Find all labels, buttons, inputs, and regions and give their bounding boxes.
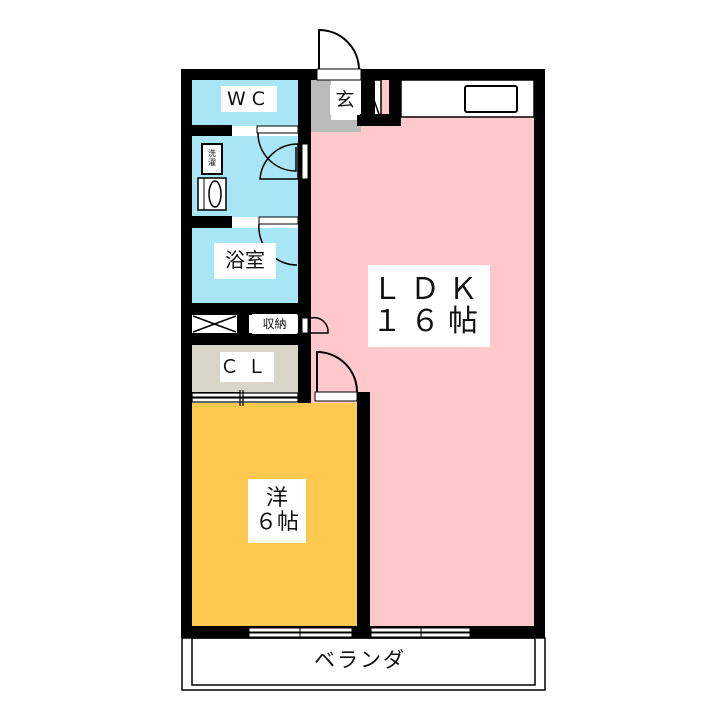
entrance-door-frame: [316, 68, 362, 81]
closet-sliding-door: [191, 390, 299, 406]
washroom-door-swing: [257, 132, 299, 180]
ldk-label: ＬＤＫ １６帖: [368, 265, 490, 347]
balcony-label: ベランダ: [314, 647, 406, 672]
washer-label: 洗 濯: [206, 148, 218, 170]
entrance-door-swing: [318, 28, 360, 70]
storage-label: 収納: [252, 314, 297, 334]
bedroom-label: 洋 ６帖: [248, 479, 306, 543]
closet-label: ＣＬ: [220, 352, 274, 382]
storage-door-swing: [310, 316, 329, 334]
balcony-outline: [181, 637, 546, 691]
wc-label: WC: [221, 86, 277, 112]
kitchen-sink: [464, 85, 518, 113]
balcony-windows: [248, 626, 471, 638]
genkan-label: 玄: [330, 85, 360, 115]
bedroom-door-swing: [316, 350, 358, 393]
bath-label: 浴室: [214, 243, 276, 279]
